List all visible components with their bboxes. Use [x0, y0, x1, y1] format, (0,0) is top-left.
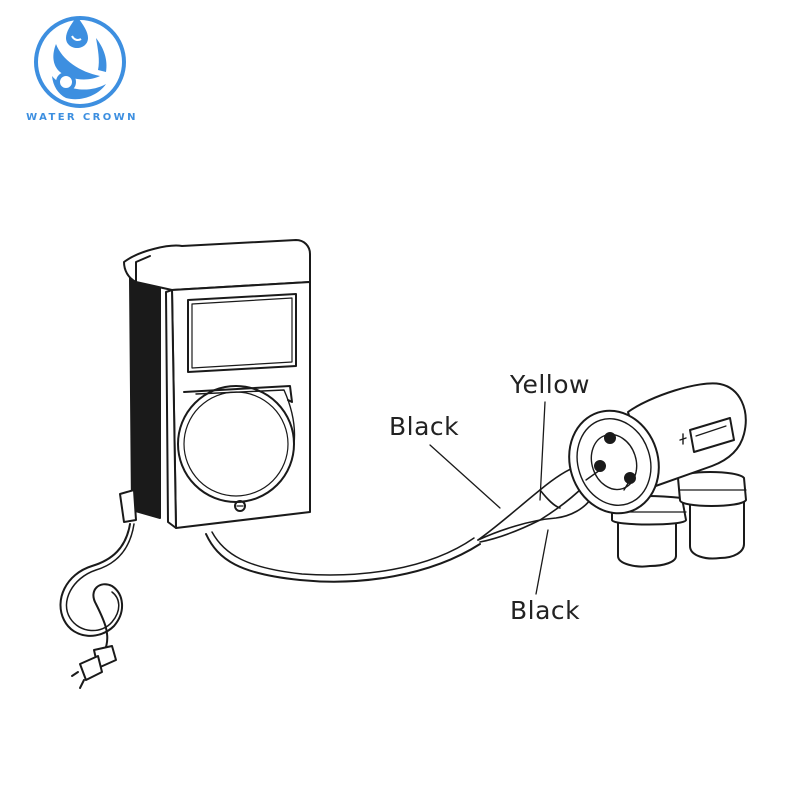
- wire-label-black-top: Black: [389, 412, 460, 441]
- brand-name: WATER CROWN: [26, 112, 138, 123]
- wire-label-yellow: Yellow: [510, 370, 590, 399]
- control-box: [119, 239, 311, 529]
- electrolytic-cell: [568, 382, 747, 568]
- wire-label-black-bottom: Black: [510, 596, 581, 625]
- power-cord: [59, 523, 135, 653]
- water-crown-logo-icon: [34, 16, 126, 108]
- cell-cable: [205, 531, 481, 583]
- brand-logo: WATER CROWN: [22, 10, 142, 135]
- label-pointers: [429, 401, 549, 595]
- plug: [71, 645, 117, 689]
